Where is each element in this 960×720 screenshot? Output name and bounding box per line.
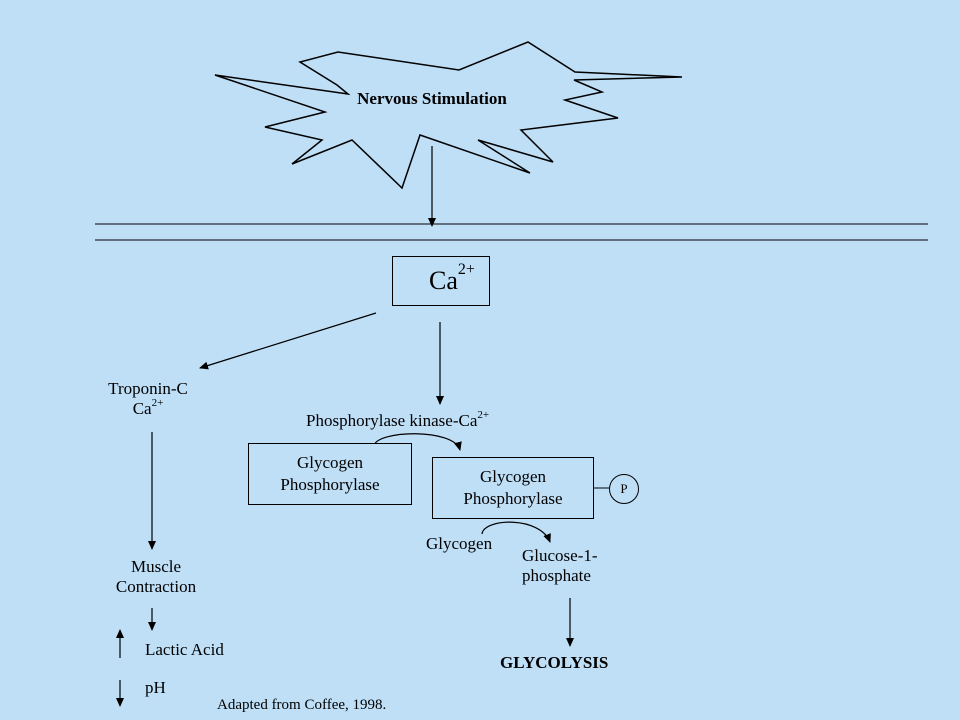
troponin-label: Troponin-C Ca2+ <box>108 379 188 419</box>
muscle-label: Muscle Contraction <box>115 557 197 597</box>
phosphate-circle: P <box>609 474 639 504</box>
calcium-box: Ca2+ <box>392 256 490 306</box>
stimulus-starburst <box>214 41 683 190</box>
stimulus-label: Nervous Stimulation <box>357 89 507 108</box>
glycolysis-label: GLYCOLYSIS <box>500 653 609 672</box>
lactic-acid-label: Lactic Acid <box>145 640 224 659</box>
arrow-calcium-troponin <box>199 312 377 370</box>
calcium-label: Ca2+ <box>429 261 475 296</box>
glucose-label: Glucose-1- phosphate <box>522 546 598 586</box>
ph-label: pH <box>145 678 166 697</box>
kinase-label: Phosphorylase kinase-Ca2+ <box>306 409 490 430</box>
arrow-kinase-curve <box>373 433 462 451</box>
arrow-glycogen-curve <box>481 521 551 543</box>
citation: Adapted from Coffee, 1998. <box>217 697 387 713</box>
glycogen-label: Glycogen <box>426 534 493 553</box>
